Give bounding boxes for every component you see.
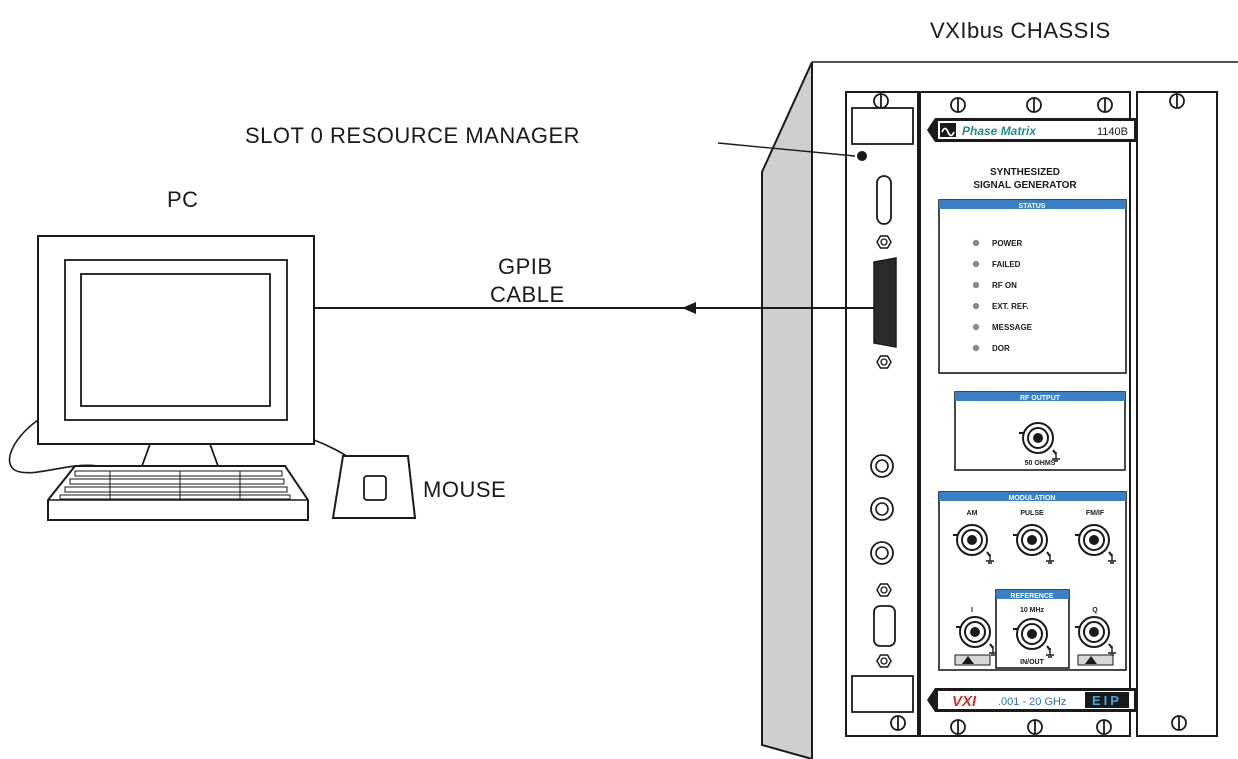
- blank-slot-panel: [1136, 91, 1218, 737]
- gpib-connector: [873, 257, 897, 348]
- slot0-module: [845, 91, 919, 737]
- pc-computer: [8, 235, 417, 521]
- module-title-1: SYNTHESIZED: [990, 167, 1060, 178]
- modulation-header: MODULATION: [1009, 495, 1056, 502]
- status-item-power: POWER: [992, 239, 1022, 248]
- module-title-2: SIGNAL GENERATOR: [973, 180, 1077, 191]
- frequency-range: .001 - 20 GHz: [998, 696, 1066, 708]
- status-led-list: POWER FAILED RF ON EXT. REF. MESSAGE DOR: [972, 239, 1033, 353]
- eip-logo-icon: [1085, 692, 1129, 708]
- reference-freq: 10 MHz: [1020, 607, 1045, 614]
- keyboard-icon: [47, 465, 309, 521]
- slot0-label: SLOT 0 RESOURCE MANAGER: [245, 123, 581, 148]
- q-label: Q: [1092, 607, 1098, 614]
- model-text: 1140B: [1097, 126, 1128, 138]
- signal-generator-module: Phase Matrix 1140B SYNTHESIZED SIGNAL GE…: [919, 91, 1138, 737]
- status-panel: [938, 199, 1127, 374]
- mouse-label: MOUSE: [423, 477, 507, 502]
- rf-output-header: RF OUTPUT: [1020, 395, 1061, 402]
- slot0-leader-line: [717, 142, 856, 157]
- vxi-logo-icon: VXI: [952, 693, 977, 710]
- status-item-dor: DOR: [992, 344, 1010, 353]
- monitor-screen: [80, 273, 271, 407]
- status-item-rf-on: RF ON: [992, 281, 1017, 290]
- reference-header: REFERENCE: [1010, 593, 1054, 600]
- status-header: STATUS: [1019, 203, 1046, 210]
- eip-badge-text: EIP: [1092, 693, 1122, 708]
- i-label: I: [971, 607, 973, 614]
- status-item-ext-ref: EXT. REF.: [992, 302, 1028, 311]
- resource-manager-dot: [857, 151, 867, 161]
- gpib-label: GPIB: [498, 254, 553, 279]
- cable-arrow-icon: [682, 302, 696, 314]
- reference-io: IN/OUT: [1020, 659, 1044, 666]
- rf-output-impedance: 50 OHMS: [1025, 460, 1056, 467]
- keyboard-cable: [8, 419, 99, 474]
- am-label: AM: [967, 510, 978, 517]
- mouse-icon: [331, 455, 417, 519]
- status-item-message: MESSAGE: [992, 323, 1033, 332]
- chassis-title: VXIbus CHASSIS: [930, 18, 1111, 43]
- status-item-failed: FAILED: [992, 260, 1021, 269]
- cable-label: CABLE: [490, 282, 565, 307]
- brand-text: Phase Matrix: [962, 124, 1037, 138]
- chassis-side-wall: [761, 61, 813, 759]
- fmif-label: FM/IF: [1086, 510, 1105, 517]
- pc-label: PC: [167, 187, 199, 212]
- pulse-label: PULSE: [1020, 510, 1044, 517]
